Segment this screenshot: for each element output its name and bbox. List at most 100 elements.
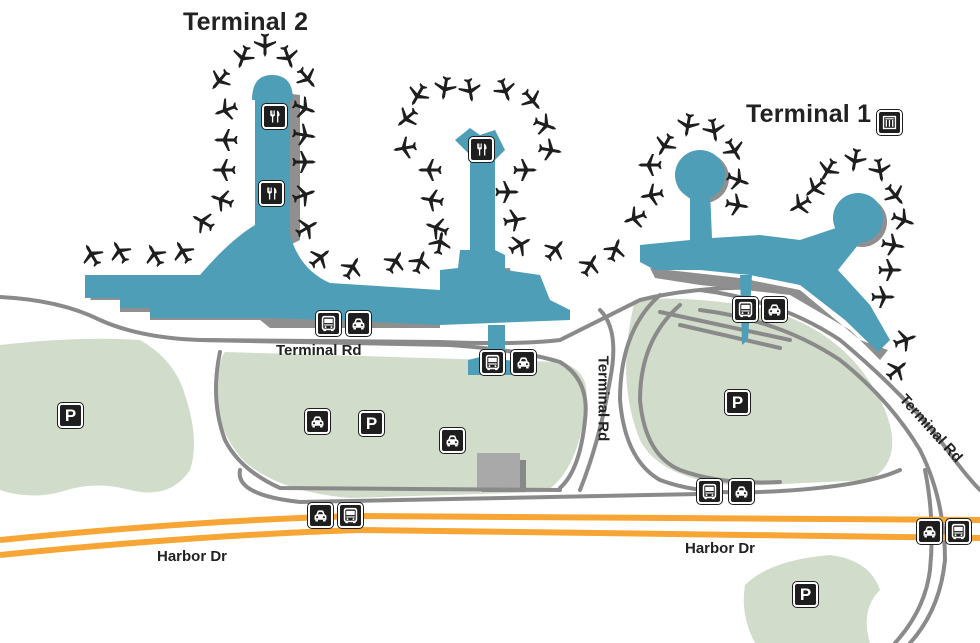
road-terminal-rd-diagonal-2 bbox=[698, 308, 948, 643]
dining-icon[interactable] bbox=[259, 181, 284, 206]
airplane-icon bbox=[535, 135, 565, 165]
airplane-icon bbox=[782, 187, 818, 223]
airplane-icon bbox=[512, 157, 538, 183]
road-spur-1 bbox=[658, 310, 792, 342]
airplane-icon bbox=[417, 185, 447, 215]
taxi-icon[interactable] bbox=[440, 428, 465, 453]
airplane-icon bbox=[389, 100, 426, 137]
terminal-1-main-hall bbox=[640, 190, 890, 352]
airplane-icon bbox=[494, 179, 520, 205]
road-east-loop-outer bbox=[617, 293, 902, 495]
airplane-icon bbox=[865, 155, 895, 185]
airplane-icon bbox=[722, 190, 752, 220]
airplane-icon bbox=[647, 127, 683, 163]
road-lower-connector bbox=[237, 468, 702, 505]
airplane-icon bbox=[618, 201, 651, 234]
parking-icon[interactable]: P bbox=[793, 582, 818, 607]
parking-label: P bbox=[799, 585, 812, 604]
taxi-icon[interactable] bbox=[762, 297, 787, 322]
dining-icon[interactable] bbox=[469, 137, 494, 162]
parking-lots bbox=[0, 298, 893, 643]
bus-icon[interactable] bbox=[316, 311, 341, 336]
airplane-icon bbox=[417, 157, 443, 183]
building-icon[interactable] bbox=[877, 110, 902, 135]
airplane-icon bbox=[598, 233, 631, 266]
airplane-icon bbox=[721, 163, 754, 196]
harbor-dr bbox=[0, 512, 980, 558]
airplane-icon bbox=[810, 152, 846, 188]
airplane-icon bbox=[287, 91, 320, 124]
airplane-icon bbox=[205, 183, 238, 216]
parking-icon[interactable]: P bbox=[725, 390, 750, 415]
airplane-icon bbox=[137, 237, 173, 273]
airplane-icon bbox=[226, 40, 259, 73]
airplane-icon bbox=[840, 145, 870, 175]
airplane-icon bbox=[888, 323, 921, 356]
airplane-icon bbox=[211, 157, 237, 183]
airplane-icon bbox=[202, 62, 239, 99]
airplane-icon bbox=[455, 75, 485, 105]
taxi-icon[interactable] bbox=[917, 519, 942, 544]
airplane-icon bbox=[289, 60, 326, 97]
airplane-icon bbox=[797, 170, 834, 207]
road-south-connector bbox=[893, 468, 934, 643]
terminal-2-main-hall bbox=[85, 78, 570, 325]
airplane-icon bbox=[878, 230, 908, 260]
airplane-icon bbox=[400, 77, 436, 113]
airplane-icon bbox=[528, 108, 561, 141]
road-spur-2 bbox=[678, 323, 782, 350]
parking-label: P bbox=[365, 414, 378, 433]
airplane-icon bbox=[673, 110, 703, 140]
airplane-icon bbox=[213, 127, 239, 153]
airplane-icon bbox=[699, 115, 729, 145]
terminal-2-building bbox=[85, 75, 570, 325]
airplane-icon bbox=[877, 257, 903, 283]
road-terminal-rd-loop bbox=[214, 350, 562, 492]
bus-icon[interactable] bbox=[697, 479, 722, 504]
terminal-1-title: Terminal 1 bbox=[746, 100, 872, 128]
airplane-icon bbox=[165, 234, 201, 270]
bus-icon[interactable] bbox=[338, 503, 363, 528]
airplane-icon bbox=[185, 204, 221, 240]
taxi-icon[interactable] bbox=[308, 503, 333, 528]
road-label-terminal-rd-vertical: Terminal Rd bbox=[594, 355, 612, 442]
bus-icon[interactable] bbox=[946, 519, 971, 544]
parking-label: P bbox=[64, 406, 77, 425]
airplane-icon bbox=[287, 178, 320, 211]
airplane-icon bbox=[209, 93, 242, 126]
terminal-1-satellite-west bbox=[675, 150, 725, 200]
dining-icon[interactable] bbox=[262, 104, 287, 129]
parking-icon[interactable]: P bbox=[58, 403, 83, 428]
road-vertical-terminal-rd bbox=[578, 308, 616, 492]
airplane-icon bbox=[637, 180, 667, 210]
airplane-icon bbox=[289, 120, 319, 150]
taxi-icon[interactable] bbox=[729, 479, 754, 504]
airplane-icon bbox=[537, 232, 574, 269]
airplane-icon bbox=[403, 245, 436, 278]
parking-icon[interactable]: P bbox=[359, 411, 384, 436]
road-label-terminal-rd: Terminal Rd bbox=[276, 342, 362, 359]
airplane-icon bbox=[74, 237, 110, 273]
airplane-icon bbox=[716, 132, 752, 168]
airplane-icon bbox=[271, 40, 304, 73]
airplane-icon bbox=[886, 203, 919, 236]
airplane-icon bbox=[572, 247, 608, 283]
airplane-icon bbox=[291, 149, 317, 175]
airplane-icon bbox=[420, 211, 453, 244]
taxi-icon[interactable] bbox=[305, 409, 330, 434]
airplane-icon bbox=[879, 352, 916, 389]
airplane-icon bbox=[500, 205, 530, 235]
taxi-icon[interactable] bbox=[346, 311, 371, 336]
harbor-dr-south-lane bbox=[0, 526, 980, 558]
airplane-icon bbox=[334, 250, 370, 286]
bus-icon[interactable] bbox=[733, 297, 758, 322]
airplane-icon bbox=[425, 228, 455, 258]
taxi-icon[interactable] bbox=[511, 350, 536, 375]
terminal-2-title: Terminal 2 bbox=[183, 8, 309, 36]
airplane-icon bbox=[252, 32, 278, 58]
parking-label: P bbox=[731, 393, 744, 412]
road-east-loop-inner bbox=[637, 303, 782, 485]
airplane-icon bbox=[102, 234, 138, 270]
bus-icon[interactable] bbox=[480, 350, 505, 375]
